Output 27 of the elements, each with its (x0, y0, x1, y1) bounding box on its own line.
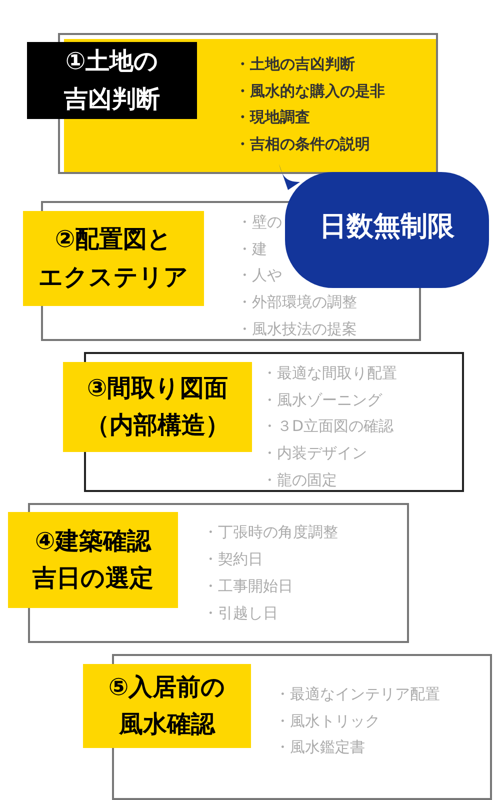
list-item: ・工事開始日 (203, 577, 293, 595)
list-item: ・吉相の条件の説明 (235, 134, 370, 152)
section-heading: ③間取り図面（内部構造） (63, 362, 252, 452)
section-heading: ②配置図とエクステリア (23, 211, 204, 306)
list-item: ・最適な間取り配置 (262, 364, 397, 382)
list-item: ・引越し日 (203, 604, 278, 622)
list-item: ・建 (237, 240, 267, 258)
list-item: ・風水的な購入の是非 (235, 82, 385, 100)
section-heading: ⑤入居前の風水確認 (83, 664, 251, 748)
list-item: ・人や (237, 266, 282, 284)
list-item: ・３D立面図の確認 (262, 417, 394, 436)
speech-bubble-tooltip: 日数無制限 (285, 172, 489, 288)
list-item: ・風水技法の提案 (237, 320, 357, 338)
list-item: ・現地調査 (235, 108, 310, 126)
list-item: ・最適なインテリア配置 (275, 685, 440, 703)
list-item: ・内装デザイン (262, 444, 367, 462)
list-item: ・壁の (237, 213, 282, 231)
list-item: ・風水トリック (275, 712, 380, 730)
list-item: ・風水ゾーニング (262, 390, 382, 409)
list-item: ・契約日 (203, 550, 263, 568)
section-heading: ①土地の吉凶判断 (27, 42, 197, 119)
list-item: ・風水鑑定書 (275, 738, 365, 756)
list-item: ・土地の吉凶判断 (235, 55, 355, 73)
list-item: ・丁張時の角度調整 (203, 523, 338, 541)
list-item: ・外部環境の調整 (237, 293, 357, 312)
list-item: ・龍の固定 (262, 470, 337, 489)
section-heading: ④建築確認吉日の選定 (8, 512, 178, 608)
